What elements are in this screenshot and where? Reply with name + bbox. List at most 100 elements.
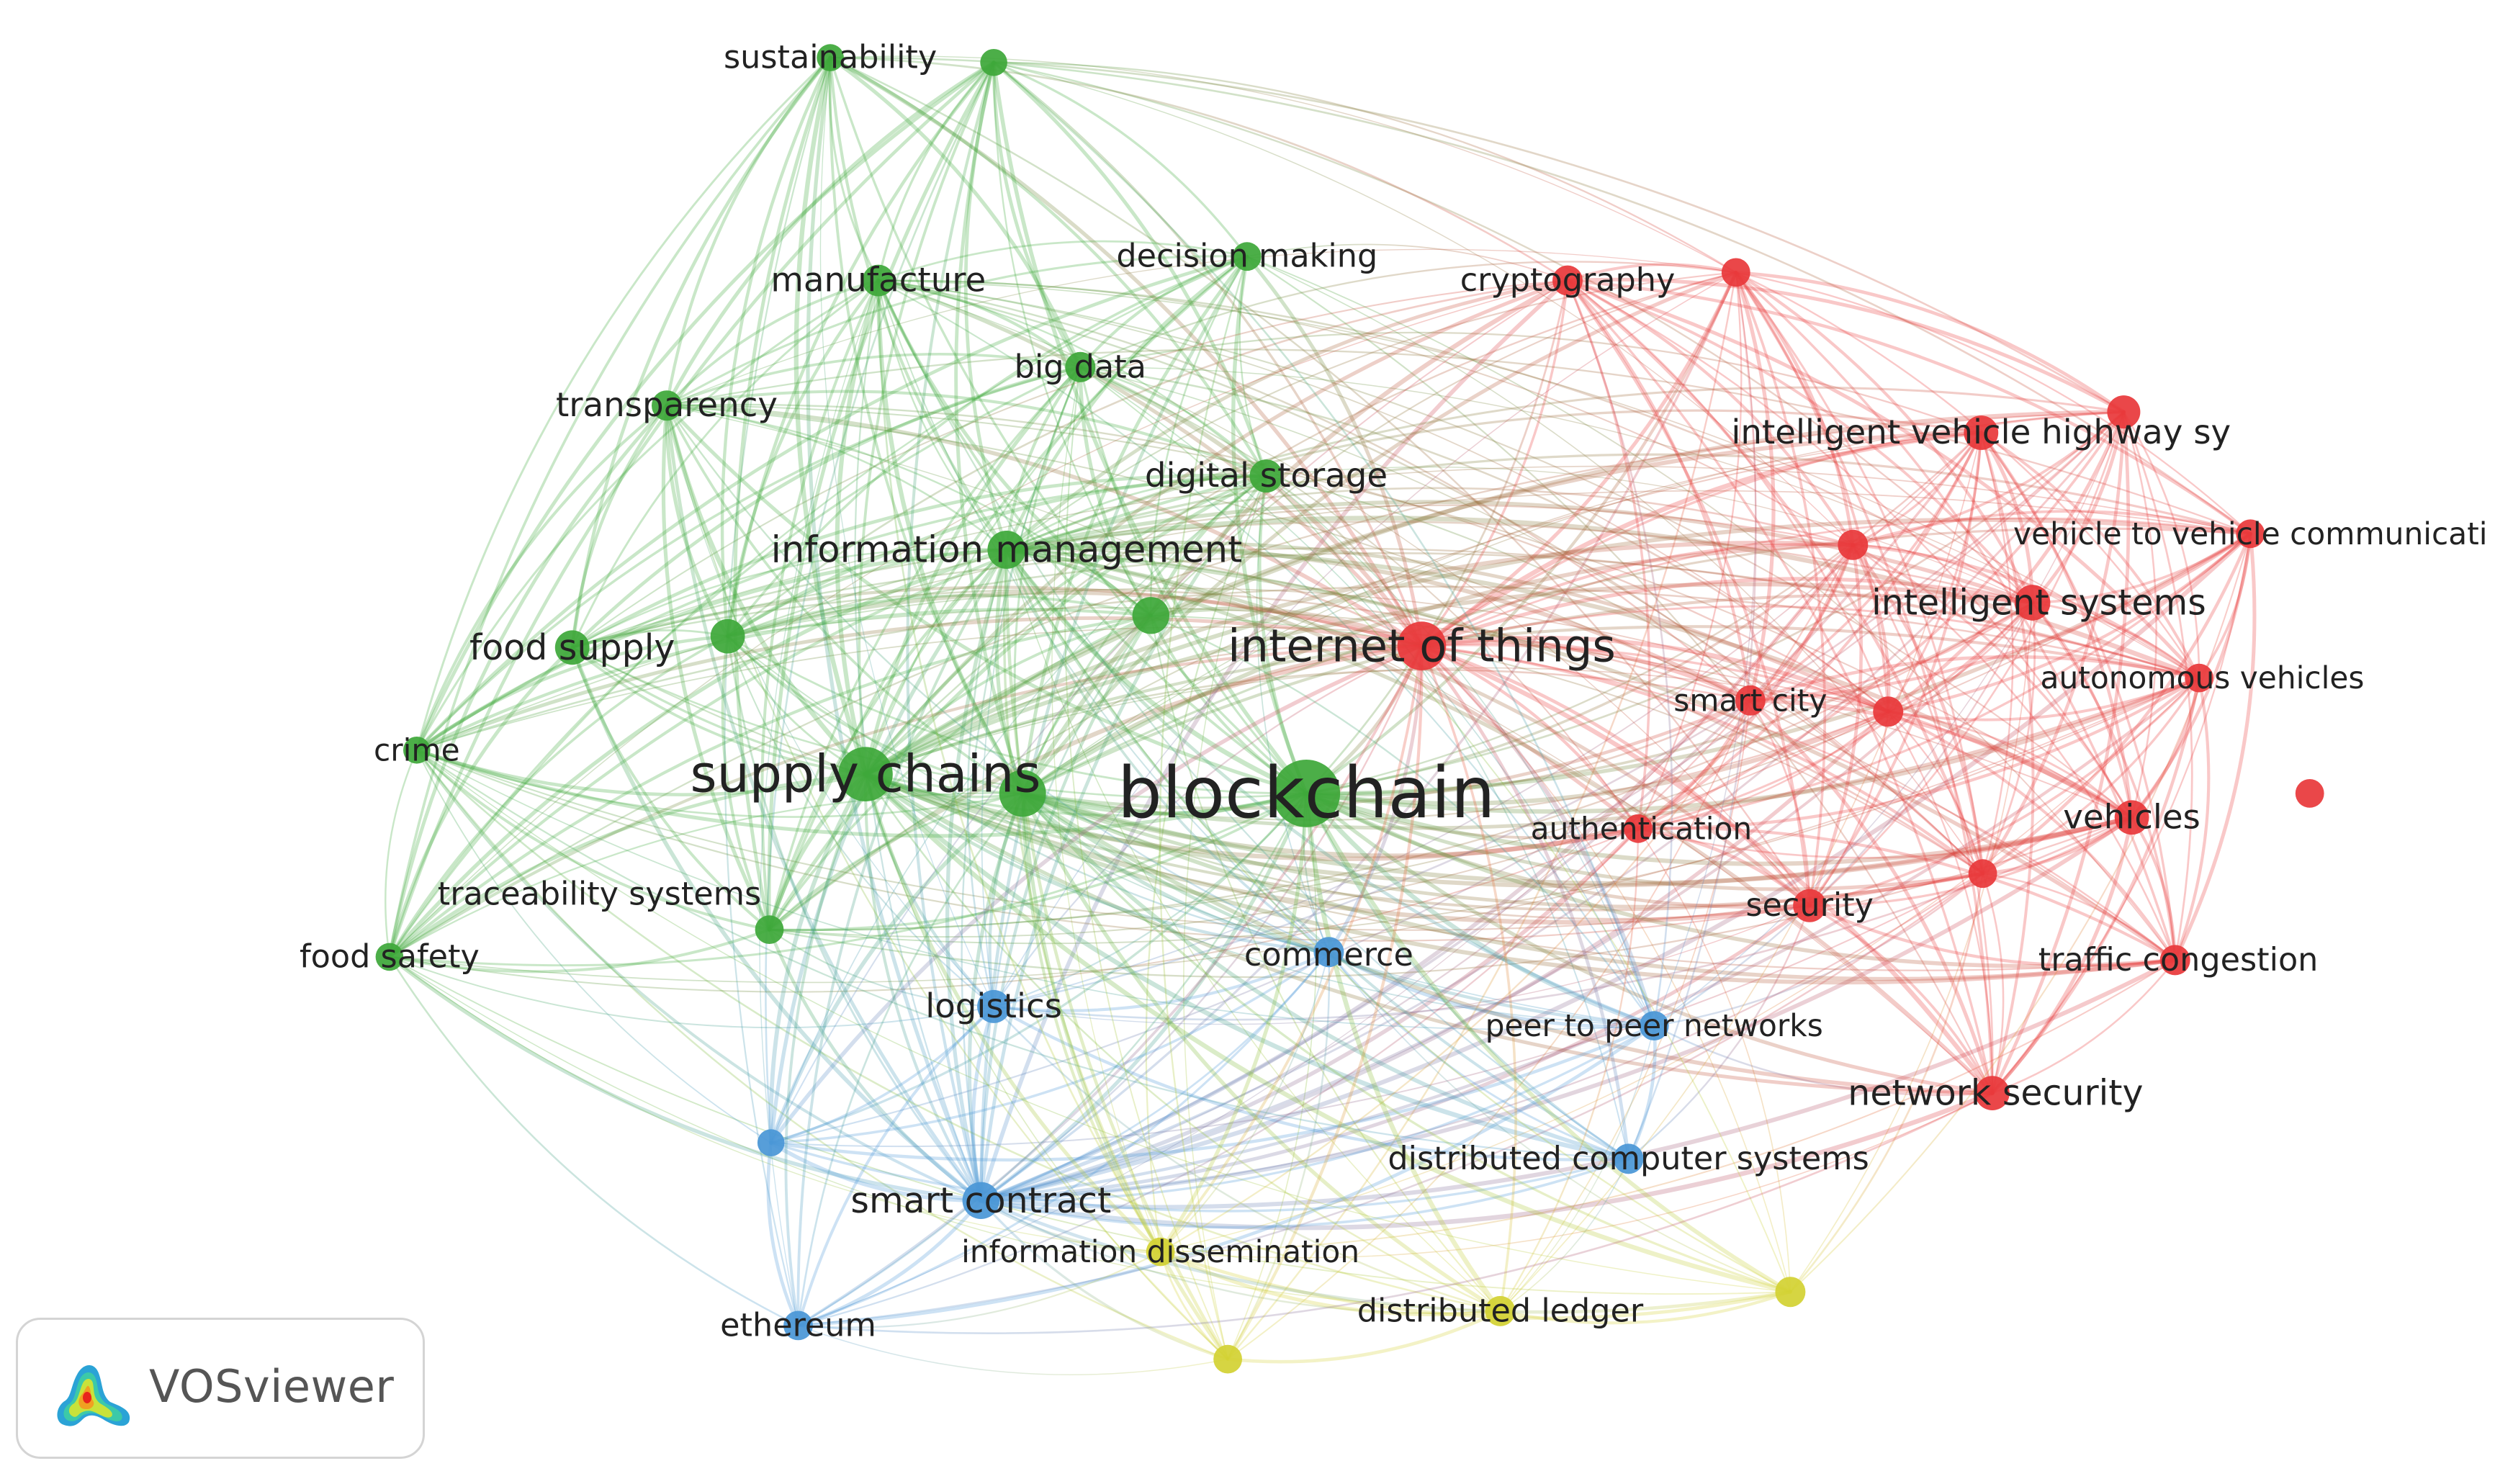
node-cryptography[interactable]: [1552, 265, 1583, 296]
link-manufacture-decision_making: [877, 240, 1249, 282]
node-decision-making[interactable]: [1232, 242, 1262, 271]
node-information-dissemination[interactable]: [1146, 1237, 1175, 1267]
link-cryptography-unlabeled_red_1: [1566, 263, 1737, 282]
node-food-safety[interactable]: [375, 943, 404, 971]
link-unlabeled_red_3-unlabeled_red_1: [1734, 271, 1855, 547]
link-crime-traceability_systems: [415, 748, 771, 932]
node-autonomous-vehicles[interactable]: [2185, 663, 2214, 693]
link-unlabeled_red_1-intelligent_systems: [1734, 271, 2034, 605]
link-smart_city-unlabeled_yellow_2: [1227, 699, 1751, 1360]
node-logistics[interactable]: [977, 989, 1011, 1023]
link-big_data-crime: [415, 366, 1082, 752]
node-ethereum[interactable]: [783, 1310, 813, 1341]
node-distributed-computer-systems[interactable]: [1613, 1143, 1644, 1174]
node-crime[interactable]: [403, 737, 431, 764]
link-unlabeled_green_3-information_management: [963, 60, 1009, 552]
node-vehicle-to-vehicle[interactable]: [2236, 519, 2265, 549]
node-digital-storage[interactable]: [1249, 459, 1283, 493]
link-unlabeled_yellow_2-information_dissemination: [1159, 1251, 1229, 1360]
link-information_dissemination-unlabeled_red_3: [1159, 544, 1854, 1253]
node-traceability-systems[interactable]: [755, 915, 784, 944]
link-cryptography-supply_chains: [863, 279, 1570, 776]
link-cryptography-food_supply: [571, 279, 1569, 649]
node-commerce[interactable]: [1313, 937, 1344, 968]
node-intelligent-systems[interactable]: [2014, 585, 2051, 621]
link-ethereum-food_safety: [388, 955, 799, 1327]
node-big-data[interactable]: [1065, 351, 1096, 382]
link-unlabeled_red_2-authentication: [1637, 410, 2126, 830]
node-traffic-congestion[interactable]: [2159, 945, 2190, 976]
link-security-manufacture: [878, 279, 1810, 907]
node-vehicles[interactable]: [2114, 800, 2149, 835]
label-peer-to-peer: peer to peer networks: [1485, 1008, 1823, 1043]
node-distributed-ledger[interactable]: [1485, 1295, 1516, 1326]
node-unlabeled-blue-1[interactable]: [757, 1129, 785, 1156]
node-smart-contract[interactable]: [962, 1182, 1000, 1220]
node-unlabeled-red-4[interactable]: [1873, 696, 1904, 727]
link-internet_of_things-unlabeled_red_5: [1420, 644, 1984, 876]
link-crime-sustainability: [415, 56, 832, 752]
link-cryptography-smart_city: [1565, 279, 1752, 702]
node-transparency[interactable]: [652, 390, 682, 421]
link-commerce-unlabeled_yellow_1: [1328, 951, 1792, 1293]
node-unlabeled-green-1[interactable]: [1132, 597, 1170, 634]
link-unlabeled_blue_1-cryptography: [770, 279, 1568, 1144]
node-authentication[interactable]: [1624, 814, 1653, 843]
node-unlabeled-red-5[interactable]: [1968, 859, 1997, 889]
node-manufacture[interactable]: [862, 264, 894, 297]
node-food-supply[interactable]: [554, 630, 590, 665]
link-unlabeled_yellow_1-supply_chains: [863, 772, 1793, 1295]
link-ethereum-logistics: [796, 1004, 996, 1327]
link-peer_to_peer-information_management: [1004, 548, 1656, 1027]
node-supply-chains[interactable]: [838, 747, 893, 801]
node-unlabeled-red-1[interactable]: [1721, 258, 1750, 287]
link-crime-distributed_ledger: [415, 749, 1501, 1313]
node-supply-chains-b[interactable]: [999, 770, 1046, 817]
node-unlabeled-yellow-1[interactable]: [1775, 1277, 1806, 1308]
link-unlabeled_red_5-crime: [415, 749, 1984, 931]
link-vehicle_to_vehicle-cryptography: [1565, 279, 2252, 536]
node-unlabeled-green-3[interactable]: [980, 49, 1007, 76]
node-security[interactable]: [1793, 889, 1827, 922]
link-peer_to_peer-cryptography: [1566, 279, 1673, 1027]
node-unlabeled-red-6[interactable]: [2295, 779, 2324, 808]
link-traceability_systems-unlabeled_green_3: [767, 60, 996, 932]
link-supply_chains-information_management: [864, 548, 1008, 775]
link-unlabeled_red_1-unlabeled_green_3: [992, 61, 1737, 274]
node-peer-to-peer[interactable]: [1639, 1011, 1669, 1040]
link-unlabeled_blue_1-ethereum: [766, 1141, 800, 1328]
link-distributed_computer_systems-unlabeled_red_1: [1627, 271, 1757, 1160]
node-intelligent-vehicle-highway[interactable]: [1964, 415, 1999, 450]
link-intelligent_systems-information_management: [1004, 500, 2035, 605]
node-blockchain[interactable]: [1272, 760, 1341, 827]
node-unlabeled-red-2[interactable]: [2107, 395, 2141, 429]
label-traffic-congestion: traffic congestion: [2038, 942, 2319, 979]
link-autonomous_vehicles-supply_chains_b: [1020, 676, 2201, 830]
node-unlabeled-red-3[interactable]: [1838, 529, 1869, 560]
link-manufacture-vehicles: [877, 279, 2133, 819]
link-manufacture-ethereum: [759, 279, 879, 1326]
link-unlabeled_red_4-cryptography: [1566, 279, 1889, 713]
link-unlabeled_blue_1-supply_chains: [768, 772, 868, 1146]
node-internet-of-things[interactable]: [1397, 621, 1447, 670]
link-internet_of_things-vehicle_to_vehicle: [1421, 517, 2252, 647]
node-unlabeled-green-2[interactable]: [710, 619, 745, 654]
node-unlabeled-yellow-2[interactable]: [1213, 1344, 1242, 1374]
link-distributed_computer_systems-logistics: [992, 1004, 1630, 1161]
link-unlabeled_red_1-sustainability: [830, 55, 1737, 274]
link-unlabeled_yellow_1-information_management: [1005, 549, 1792, 1293]
link-information_dissemination-manufacture: [877, 279, 1161, 1253]
link-unlabeled_red_2-unlabeled_red_3: [1851, 410, 2126, 547]
link-sustainability-big_data: [828, 55, 1082, 369]
node-network-security[interactable]: [1975, 1076, 2010, 1110]
link-unlabeled_yellow_1-big_data: [1079, 366, 1792, 1293]
link-logistics-supply_chains_b: [988, 791, 1025, 1009]
link-unlabeled_red_1-unlabeled_red_4: [1734, 271, 1890, 714]
node-smart-city[interactable]: [1735, 685, 1766, 716]
node-information-management[interactable]: [987, 531, 1026, 569]
link-commerce-unlabeled_blue_1: [769, 950, 1331, 1144]
link-peer_to_peer-commerce: [1326, 950, 1656, 1029]
link-supply_chains-smart_contract: [863, 773, 983, 1202]
node-sustainability[interactable]: [817, 44, 844, 71]
